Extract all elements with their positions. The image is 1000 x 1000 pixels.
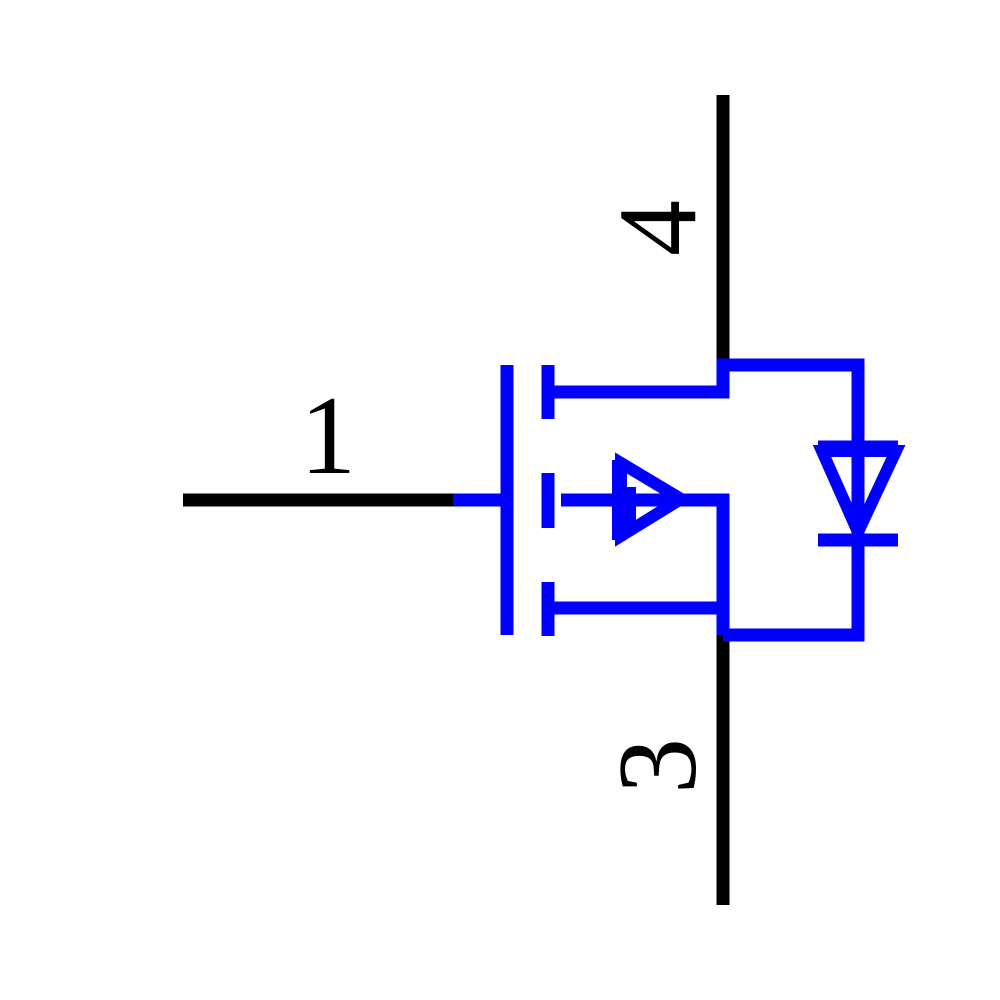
drain-pin-label: 4 <box>596 200 720 256</box>
body-arrow-icon <box>612 452 693 547</box>
diode-return-wire <box>723 540 865 642</box>
pin-leads <box>183 95 730 905</box>
body-diode-icon <box>812 440 906 547</box>
source-pin-label: 3 <box>596 738 720 794</box>
gate-pin-label: 1 <box>300 374 356 498</box>
transistor-body <box>453 358 865 642</box>
drain-wire <box>548 358 865 442</box>
